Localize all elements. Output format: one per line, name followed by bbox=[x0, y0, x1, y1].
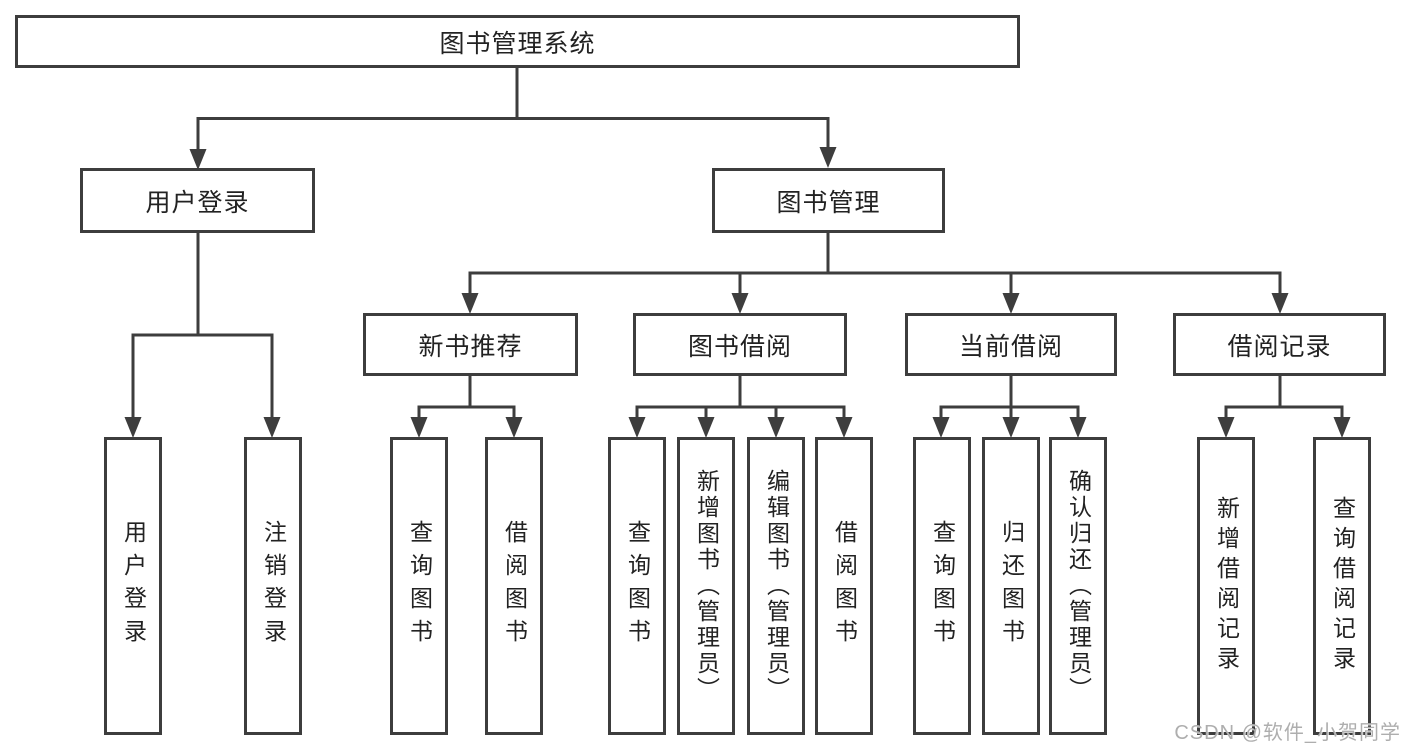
node-leaf-edit-books-admin: 编辑图书（管理员） bbox=[747, 437, 805, 735]
node-borrowing-records: 借阅记录 bbox=[1173, 313, 1386, 376]
node-leaf-return-books-label: 归还图书 bbox=[998, 520, 1025, 652]
csdn-watermark: CSDN @软件_小贺同学 bbox=[1174, 722, 1401, 744]
node-leaf-add-books-admin-label: 新增图书（管理员） bbox=[693, 469, 720, 703]
node-leaf-query-books-3-label: 查询图书 bbox=[929, 520, 956, 652]
node-leaf-logout-label: 注销登录 bbox=[260, 520, 287, 652]
node-leaf-return-books: 归还图书 bbox=[982, 437, 1040, 735]
node-leaf-borrow-books-1-label: 借阅图书 bbox=[501, 520, 528, 652]
node-book-borrowing-label: 图书借阅 bbox=[687, 332, 792, 361]
node-new-book-recommend-label: 新书推荐 bbox=[418, 332, 523, 361]
node-leaf-user-login-label: 用户登录 bbox=[120, 520, 147, 652]
node-leaf-borrow-books-2-label: 借阅图书 bbox=[831, 520, 858, 652]
node-leaf-borrow-books-1: 借阅图书 bbox=[485, 437, 543, 735]
node-leaf-confirm-return-admin-label: 确认归还（管理员） bbox=[1065, 469, 1092, 703]
node-book-management: 图书管理 bbox=[712, 168, 945, 233]
node-leaf-query-books-1-label: 查询图书 bbox=[406, 520, 433, 652]
node-leaf-edit-books-admin-label: 编辑图书（管理员） bbox=[763, 469, 790, 703]
node-root-label: 图书管理系统 bbox=[439, 29, 596, 58]
node-leaf-query-borrow-record-label: 查询借阅记录 bbox=[1329, 496, 1356, 676]
node-root: 图书管理系统 bbox=[15, 15, 1020, 68]
node-book-borrowing: 图书借阅 bbox=[633, 313, 847, 376]
node-leaf-query-books-3: 查询图书 bbox=[913, 437, 971, 735]
node-leaf-borrow-books-2: 借阅图书 bbox=[815, 437, 873, 735]
node-new-book-recommend: 新书推荐 bbox=[363, 313, 578, 376]
node-book-management-label: 图书管理 bbox=[776, 188, 881, 217]
node-leaf-query-books-1: 查询图书 bbox=[390, 437, 448, 735]
node-user-login-label: 用户登录 bbox=[145, 188, 250, 217]
node-leaf-query-books-2: 查询图书 bbox=[608, 437, 666, 735]
node-user-login: 用户登录 bbox=[80, 168, 315, 233]
node-leaf-add-borrow-record-label: 新增借阅记录 bbox=[1213, 496, 1240, 676]
node-leaf-query-books-2-label: 查询图书 bbox=[624, 520, 651, 652]
node-leaf-logout: 注销登录 bbox=[244, 437, 302, 735]
node-leaf-confirm-return-admin: 确认归还（管理员） bbox=[1049, 437, 1107, 735]
node-leaf-query-borrow-record: 查询借阅记录 bbox=[1313, 437, 1371, 735]
node-current-borrowing-label: 当前借阅 bbox=[958, 332, 1063, 361]
node-leaf-add-borrow-record: 新增借阅记录 bbox=[1197, 437, 1255, 735]
node-borrowing-records-label: 借阅记录 bbox=[1227, 332, 1332, 361]
node-leaf-add-books-admin: 新增图书（管理员） bbox=[677, 437, 735, 735]
node-leaf-user-login: 用户登录 bbox=[104, 437, 162, 735]
node-current-borrowing: 当前借阅 bbox=[905, 313, 1117, 376]
